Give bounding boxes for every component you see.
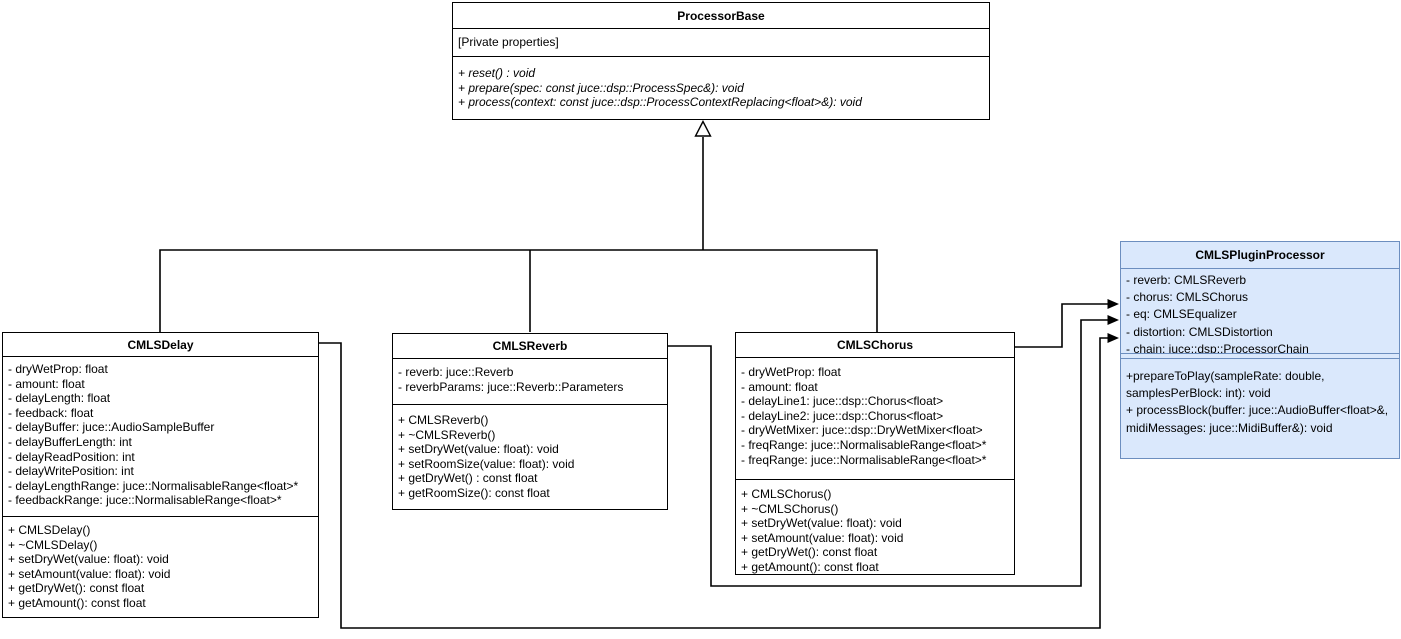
class-cmlsdelay-title: CMLSDelay: [127, 337, 194, 352]
method-row: + process(context: const juce::dsp::Proc…: [458, 95, 862, 110]
class-cmlsdelay-attributes: - dryWetProp: float- amount: float- dela…: [3, 356, 318, 516]
method-row: + CMLSDelay(): [8, 523, 91, 537]
attribute-row: - chain: juce::dsp::ProcessorChain: [1126, 341, 1309, 353]
association-delay-arrowhead: [1107, 333, 1119, 343]
class-cmlsreverb-title: CMLSReverb: [492, 339, 568, 353]
attribute-row: - distortion: CMLSDistortion: [1126, 324, 1273, 339]
method-row: + getDryWet(): const float: [8, 581, 145, 596]
class-processorbase-attributes: [Private properties]: [453, 28, 989, 56]
attribute-row: - dryWetProp: float: [741, 365, 841, 379]
attribute-row: [Private properties]: [458, 35, 559, 49]
method-row: + setAmount(value: float): void: [741, 530, 904, 545]
method-row: + prepare(spec: const juce::dsp::Process…: [458, 80, 744, 95]
attribute-row: - delayLengthRange: juce::NormalisableRa…: [8, 478, 299, 493]
class-cmlschorus-methods: + CMLSChorus()+ ~CMLSChorus()+ setDryWet…: [736, 479, 1014, 574]
inheritance-bus: [159, 249, 878, 332]
attribute-row: - chorus: CMLSChorus: [1126, 290, 1249, 305]
attribute-row: - delayBufferLength: int: [8, 434, 132, 449]
method-row: + setRoomSize(value: float): void: [398, 456, 575, 471]
attribute-row: - amount: float: [741, 379, 818, 394]
attribute-row: - amount: float: [8, 376, 85, 391]
attribute-row: - dryWetMixer: juce::dsp::DryWetMixer<fl…: [741, 423, 983, 438]
inheritance-triangle-arrowhead: [694, 119, 712, 137]
method-row: + ~CMLSDelay(): [8, 537, 98, 552]
class-cmlschorus-title: CMLSChorus: [837, 338, 913, 352]
attribute-row: - reverb: CMLSReverb: [1126, 273, 1247, 287]
method-row: + ~CMLSChorus(): [741, 501, 839, 516]
class-cmlsreverb-methods: + CMLSReverb()+ ~CMLSReverb()+ setDryWet…: [393, 404, 667, 509]
class-cmlsreverb[interactable]: CMLSReverb - reverb: juce::Reverb- rever…: [392, 333, 668, 510]
method-row: midiMessages: juce::MidiBuffer&): void: [1126, 420, 1333, 435]
attribute-row: - delayReadPosition: int: [8, 449, 135, 464]
attribute-row: - delayLine1: juce::dsp::Chorus<float>: [741, 394, 944, 409]
attribute-row: - delayLength: float: [8, 391, 111, 406]
attribute-row: - delayBuffer: juce::AudioSampleBuffer: [8, 420, 215, 435]
method-row: + ~CMLSReverb(): [398, 427, 496, 442]
association-reverb-arrowhead: [1107, 315, 1119, 325]
class-cmlspluginprocessor-title: CMLSPluginProcessor: [1195, 248, 1325, 262]
method-row: + getDryWet(): const float: [741, 545, 878, 560]
association-chorus-arrowhead: [1107, 299, 1119, 309]
attribute-row: - feedbackRange: juce::NormalisableRange…: [8, 493, 282, 508]
attribute-row: - freqRange: juce::NormalisableRange<flo…: [741, 452, 987, 467]
method-row: + setDryWet(value: float): void: [8, 552, 169, 567]
method-row: samplesPerBlock: int): void: [1126, 386, 1271, 401]
class-cmlschorus[interactable]: CMLSChorus - dryWetProp: float- amount: …: [735, 332, 1015, 575]
method-row: + getRoomSize(): const float: [398, 485, 550, 500]
class-cmlspluginprocessor-attributes: - reverb: CMLSReverb - chorus: CMLSChorus…: [1121, 268, 1399, 353]
method-row: + processBlock(buffer: juce::AudioBuffer…: [1126, 403, 1389, 418]
class-processorbase-methods: + reset() : void+ prepare(spec: const ju…: [453, 56, 989, 119]
method-row: + getDryWet() : const float: [398, 471, 538, 486]
method-row: + CMLSChorus(): [741, 487, 832, 501]
method-row: + getAmount(): const float: [741, 559, 879, 574]
attribute-row: - freqRange: juce::NormalisableRange<flo…: [741, 437, 987, 452]
attribute-row: - reverb: juce::Reverb: [398, 365, 514, 379]
double-separator: [1121, 353, 1399, 359]
attribute-row: - reverbParams: juce::Reverb::Parameters: [398, 379, 624, 394]
attribute-row: - eq: CMLSEqualizer: [1126, 307, 1237, 322]
attribute-row: - feedback: float: [8, 405, 94, 420]
class-cmlsdelay[interactable]: CMLSDelay - dryWetProp: float- amount: f…: [2, 332, 319, 618]
attribute-row: - delayLine2: juce::dsp::Chorus<float>: [741, 408, 944, 423]
method-row: + setAmount(value: float): void: [8, 566, 171, 581]
class-processorbase-title: ProcessorBase: [677, 8, 765, 23]
method-row: + setDryWet(value: float): void: [741, 516, 902, 531]
generalization-edges: [159, 137, 878, 332]
class-cmlspluginprocessor[interactable]: CMLSPluginProcessor - reverb: CMLSReverb…: [1120, 241, 1400, 459]
class-processorbase[interactable]: ProcessorBase [Private properties] + res…: [452, 2, 990, 120]
attribute-row: - dryWetProp: float: [8, 362, 108, 376]
method-row: + getAmount(): const float: [8, 595, 146, 610]
method-row: + setDryWet(value: float): void: [398, 442, 559, 457]
association-chorus-plugin: [1015, 303, 1109, 348]
class-cmlschorus-attributes: - dryWetProp: float- amount: float- dela…: [736, 357, 1014, 479]
attribute-row: - delayWritePosition: int: [8, 464, 134, 479]
class-cmlsdelay-methods: + CMLSDelay()+ ~CMLSDelay()+ setDryWet(v…: [3, 516, 318, 617]
method-row: + reset() : void: [458, 66, 536, 80]
method-row: +prepareToPlay(sampleRate: double,: [1126, 369, 1325, 383]
class-cmlsreverb-attributes: - reverb: juce::Reverb- reverbParams: ju…: [393, 358, 667, 404]
method-row: + CMLSReverb(): [398, 413, 489, 427]
class-cmlspluginprocessor-methods: +prepareToPlay(sampleRate: double, sample…: [1121, 359, 1399, 458]
